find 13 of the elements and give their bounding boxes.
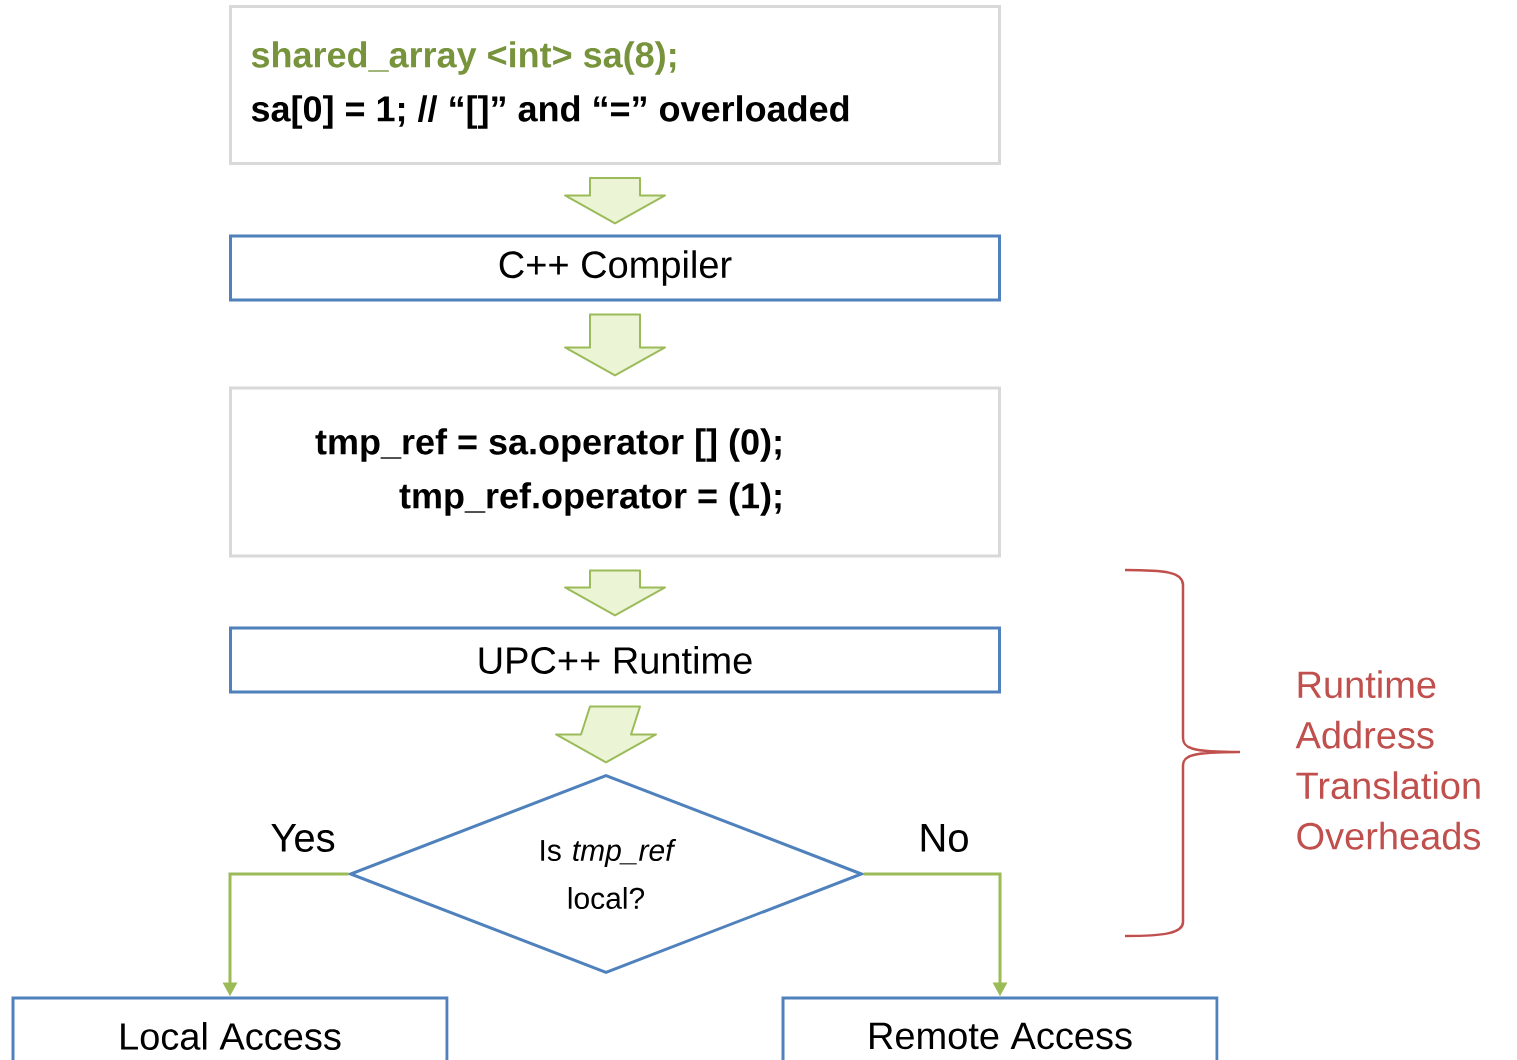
code-box: tmp_ref = sa.operator [] (0); tmp_ref.operator = (1); [229,386,1001,558]
code-box: shared_array <int> sa(8); sa[0] = 1; // “[]” and “=” overloaded [229,5,1001,165]
block-arrow [564,177,666,225]
process-box: C++ Compiler [229,234,1001,302]
note-text: Runtime Address Translation Overheads [1295,670,1481,850]
process-box: UPC++ Runtime [229,626,1001,694]
block-arrow [564,313,666,377]
process-box: Local Access [11,996,449,1060]
process-box: Remote Access [781,996,1219,1060]
block-arrow [564,569,666,617]
edge-label: No [921,824,968,852]
block-arrow [555,705,657,764]
edge-label: Yes [271,824,335,852]
